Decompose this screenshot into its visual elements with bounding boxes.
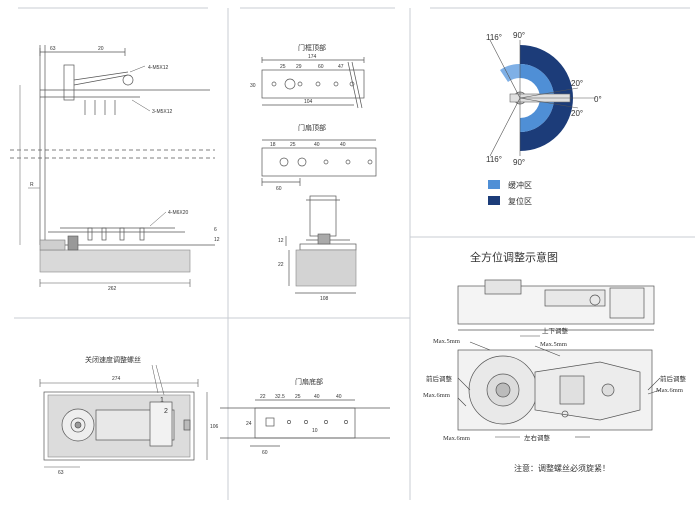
pivot-dim-12: 12	[278, 238, 284, 244]
leaf-top-view	[261, 139, 377, 186]
adjust-plan-view	[457, 349, 653, 431]
plan-outline	[43, 391, 195, 461]
side-dim-262: 262	[108, 286, 117, 292]
frame-dim-30: 30	[250, 83, 256, 89]
lb-dim-25: 25	[295, 394, 301, 400]
plan-marker-1: 1	[160, 397, 164, 404]
side-bottom-bracket	[39, 239, 66, 251]
leaf-bottom-title: 门扇底部	[295, 377, 323, 386]
panel-dividers	[14, 7, 695, 500]
legend-buffer-swatch	[488, 180, 500, 189]
angle-20-bottom: 20°	[571, 109, 583, 118]
frame-top-title: 门框顶部	[298, 43, 326, 52]
legend-reset-label: 复位区	[508, 196, 532, 206]
side-screw-label-1: 4-M5X12	[148, 65, 169, 71]
pivot-dim-22: 22	[278, 262, 284, 268]
side-dim-63: 63	[50, 46, 56, 52]
lb-dim-32-5: 32.5	[275, 394, 285, 400]
pivot-spindle	[317, 233, 331, 245]
adjust-label-frontback-right: 前后调整	[660, 374, 687, 383]
frame-top-view	[261, 57, 365, 109]
adjust-max-6-left: Max.6mm	[423, 392, 450, 399]
pivot-box	[295, 249, 357, 287]
side-screw-label-3: 4-M6X20	[168, 210, 189, 216]
leaf-dim-40b: 40	[340, 142, 346, 148]
angle-0: 0°	[594, 95, 602, 104]
frame-dim-47: 47	[338, 64, 344, 70]
adjust-note: 注意：调整螺丝必须旋紧！	[514, 463, 610, 473]
side-screw-label-2: 3-M5X12	[152, 109, 173, 115]
buffer-zone-arc-lower	[520, 98, 554, 132]
pivot-dim-108: 108	[320, 296, 329, 302]
lb-dim-40b: 40	[336, 394, 342, 400]
adjust-leaders	[457, 335, 661, 438]
adjust-max-5-right: Max.5mm	[540, 341, 567, 348]
buffer-zone-arc	[520, 64, 554, 98]
plan-dim-274: 274	[112, 376, 121, 382]
frame-dim-25: 25	[280, 64, 286, 70]
adjust-max-6-right: Max.6mm	[656, 387, 683, 394]
adjust-max-5-left: Max.5mm	[433, 338, 460, 345]
angle-116-top: 116°	[486, 33, 502, 42]
leaf-dim-60: 60	[276, 186, 282, 192]
adjust-side-view	[457, 279, 655, 331]
adjust-label-updown: 上下调整	[542, 326, 569, 335]
frame-dim-104: 104	[304, 99, 313, 105]
angle-90-top: 90°	[513, 31, 525, 40]
lb-dim-60: 60	[262, 450, 268, 456]
side-bottom-dimension	[39, 279, 191, 287]
lb-dim-10: 10	[312, 428, 318, 434]
plan-dim-63: 63	[58, 470, 64, 476]
side-dim-20: 20	[98, 46, 104, 52]
adjust-label-leftright: 左右调整	[524, 433, 551, 442]
adjust-label-frontback-left: 前后调整	[426, 374, 453, 383]
angle-diagram	[489, 39, 596, 157]
side-base-plate	[39, 249, 191, 273]
lb-dim-40a: 40	[314, 394, 320, 400]
plan-marker-2: 2	[164, 408, 168, 415]
leaf-dim-25: 25	[290, 142, 296, 148]
legend-buffer-label: 缓冲区	[508, 180, 532, 190]
lb-dim-22: 22	[260, 394, 266, 400]
adjust-max-6-bottom: Max.6mm	[443, 435, 470, 442]
side-elevation-view	[10, 45, 215, 246]
leaf-dim-40a: 40	[314, 142, 320, 148]
plan-dimensions	[39, 379, 208, 468]
angle-116-bottom: 116°	[486, 155, 502, 164]
side-dim-12: 12	[214, 237, 220, 243]
angle-20-top: 20°	[571, 79, 583, 88]
frame-dim-29: 29	[296, 64, 302, 70]
angle-90-bottom: 90°	[513, 158, 525, 167]
adjust-title: 全方位调整示意图	[470, 250, 558, 264]
plan-dim-106: 106	[210, 424, 219, 430]
frame-dim-60: 60	[318, 64, 324, 70]
side-dim-6: 6	[214, 227, 217, 233]
legend-reset-swatch	[488, 196, 500, 205]
side-dim-r: R	[30, 182, 34, 188]
leaf-top-title: 门扇顶部	[298, 123, 326, 132]
frame-dim-174: 174	[308, 54, 317, 60]
plan-leader-1	[151, 364, 159, 394]
leaf-bottom-view	[220, 399, 390, 447]
reset-zone-arc	[520, 45, 573, 151]
plan-title: 关闭速度调整螺丝	[85, 355, 141, 364]
leaf-dim-18: 18	[270, 142, 276, 148]
lb-dim-24: 24	[246, 421, 252, 427]
side-spindle	[67, 235, 79, 251]
plan-mechanism	[61, 401, 191, 447]
